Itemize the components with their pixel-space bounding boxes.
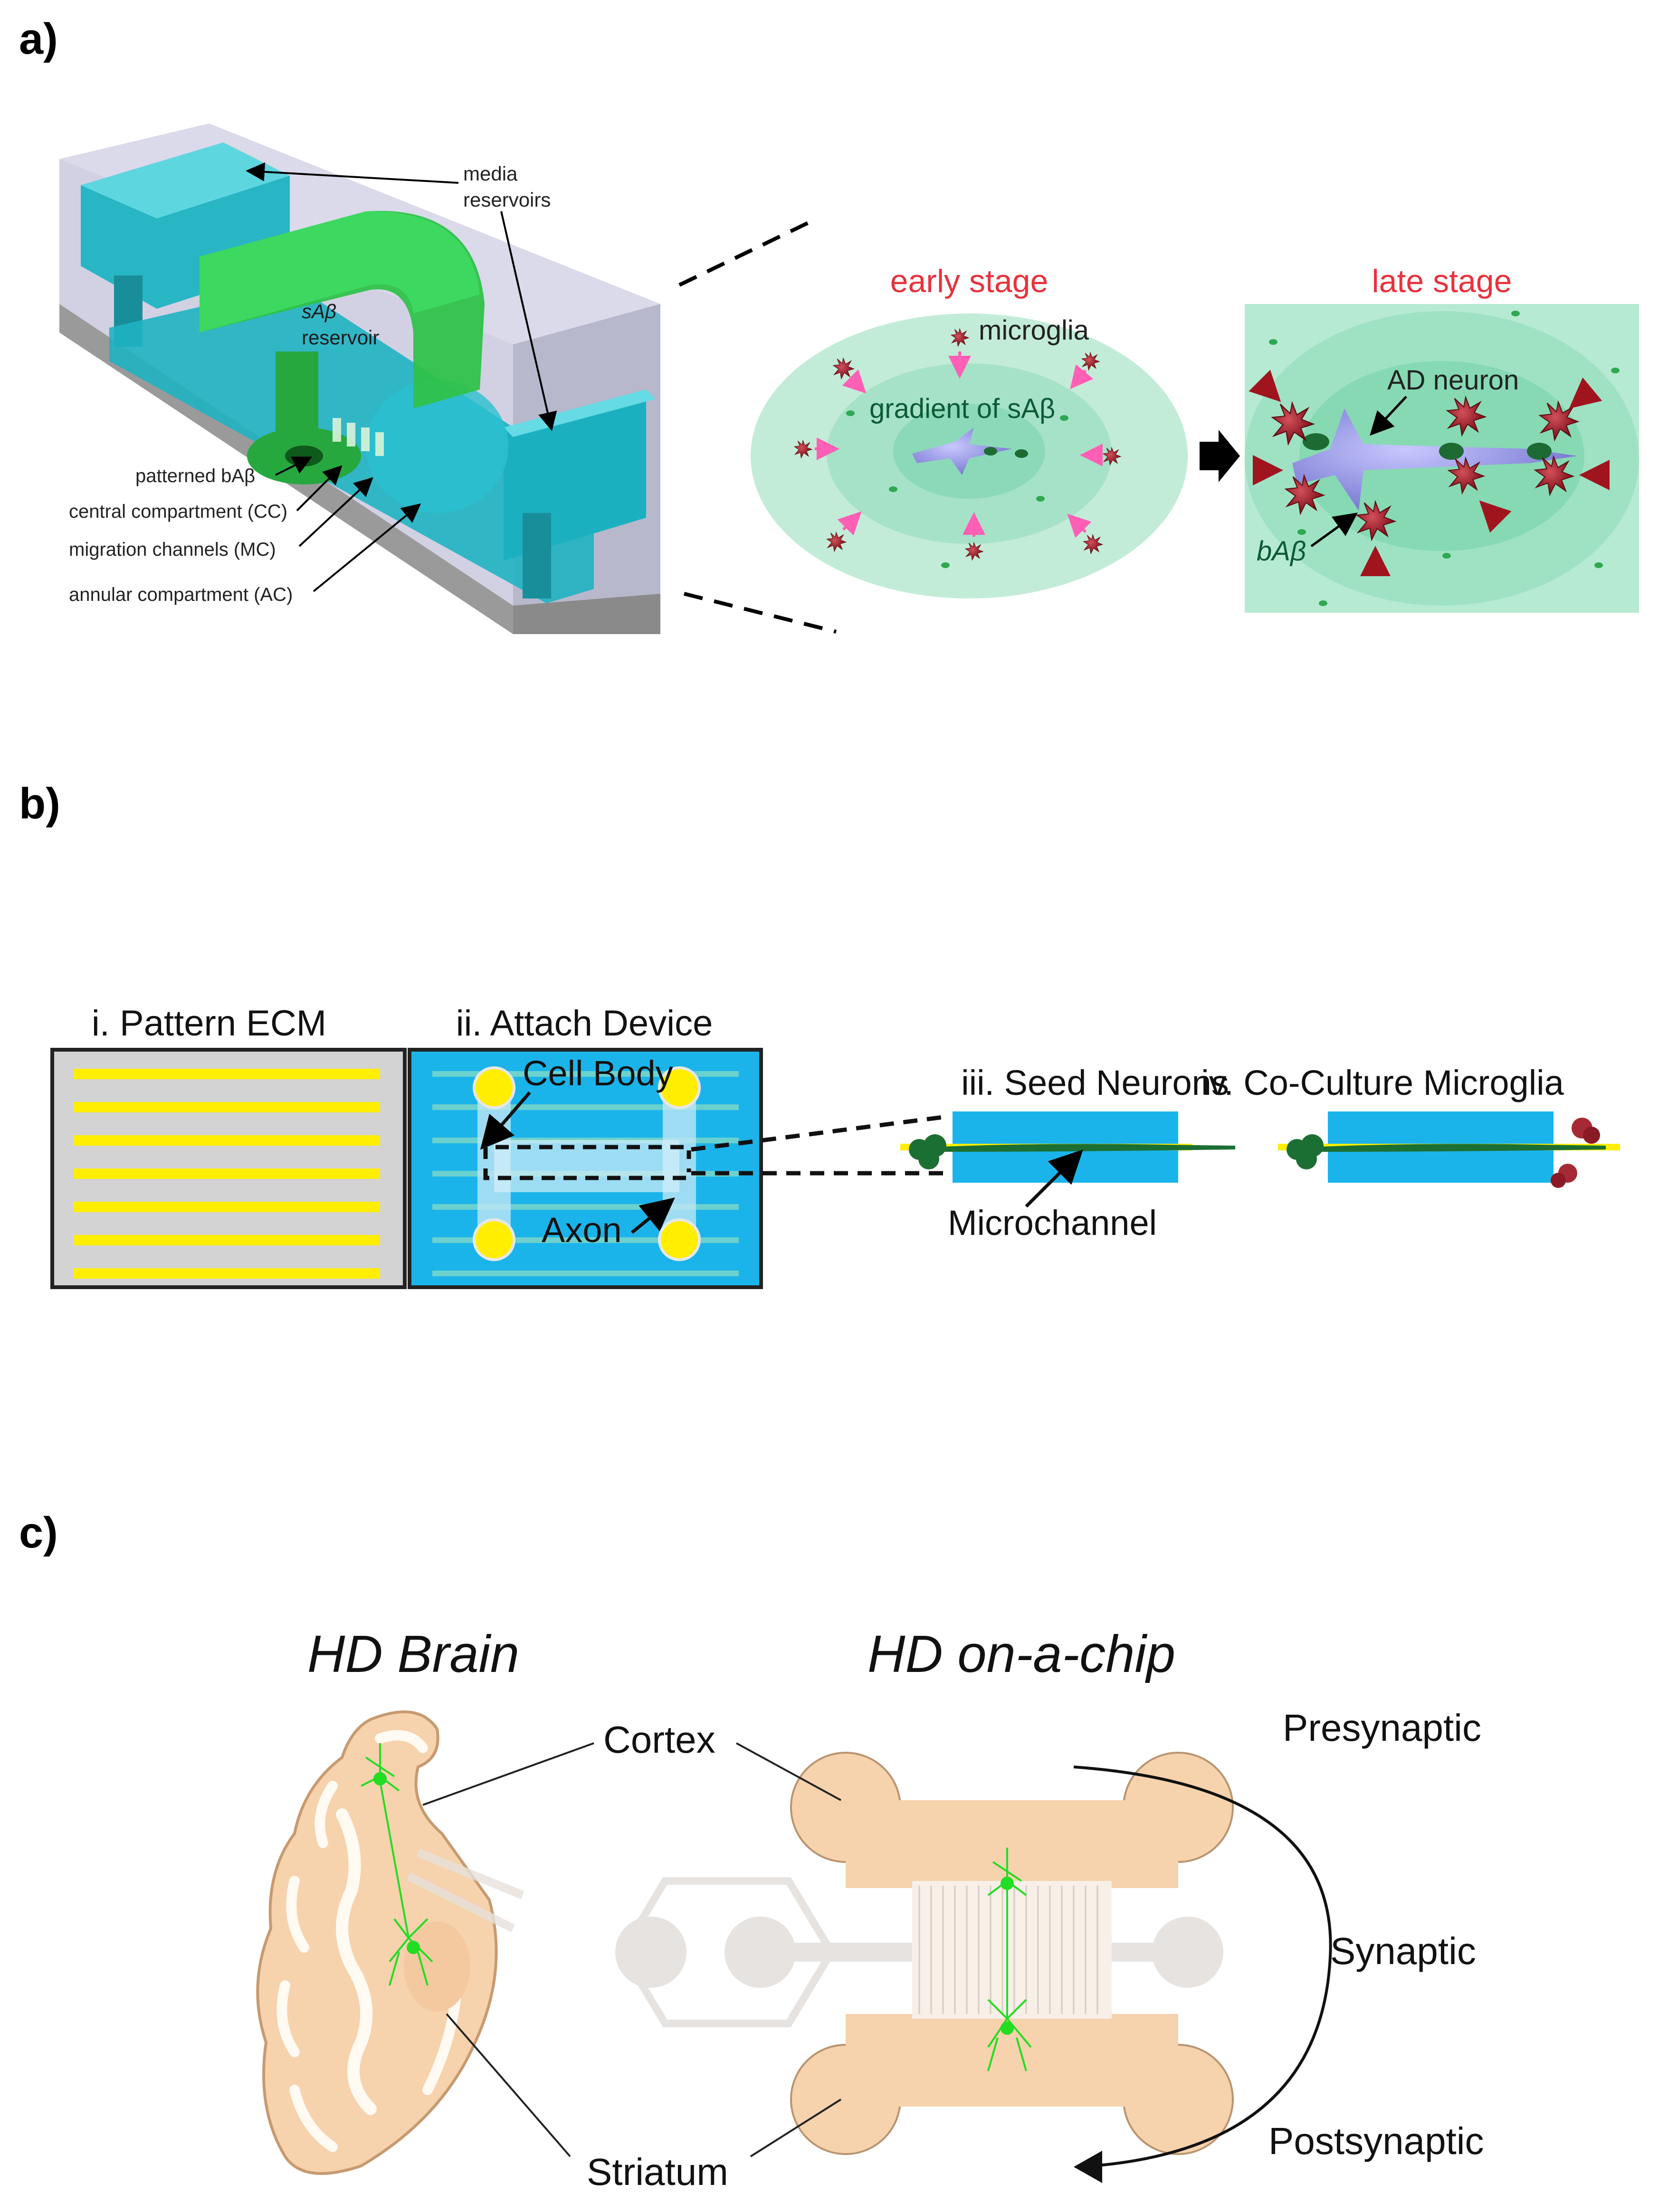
brain-section [256, 1710, 524, 2175]
cell-body-label: Cell Body [523, 1054, 673, 1093]
arrow-patterned [275, 456, 313, 476]
migration-channels-label: migration channels (MC) [69, 539, 276, 560]
presynaptic-compartment [846, 1800, 1178, 1888]
hd-on-a-chip-title: HD on-a-chip [867, 1625, 1175, 1683]
striatum-label: Striatum [587, 2151, 728, 2193]
zoom-line-bottom [684, 592, 837, 634]
arrow-annular [313, 503, 421, 592]
patterned-bab-label: patterned bAβ [135, 465, 255, 486]
late-stage-title: late stage [1372, 263, 1512, 299]
flow-curved-arrow [1073, 1766, 1332, 2167]
panel-b: i. Pattern ECM ii. Attach Device [50, 1003, 1620, 1289]
presynaptic-label: Presynaptic [1283, 1707, 1481, 1749]
port-circle [658, 1218, 701, 1261]
media-reservoirs-label-1: media [463, 162, 518, 185]
annular-compartment-label: annular compartment (AC) [69, 584, 293, 605]
step-pattern-ecm-title: i. Pattern ECM [92, 1003, 326, 1044]
port-circle [658, 1066, 701, 1109]
early-neuron [912, 427, 1028, 475]
early-stage-illustration: early stage microglia gradient of sAβ [751, 263, 1188, 598]
step-attach-device-title: ii. Attach Device [456, 1003, 713, 1044]
arrow-migration [298, 477, 373, 547]
ad-neuron-label: AD neuron [1387, 365, 1519, 396]
ad-neuron [1292, 408, 1577, 511]
late-stage-illustration: late stage AD neuron bAβ [1245, 263, 1639, 613]
panel-c-label: c) [19, 1509, 58, 1557]
port-circle [473, 1066, 515, 1109]
sab-reservoir-label-1: sAβ [302, 300, 336, 323]
synaptic-microgrooves [912, 1881, 1112, 2019]
hd-chip [615, 1752, 1234, 2155]
hd-brain-title: HD Brain [307, 1625, 519, 1683]
cortico-striatal-neuron [361, 1743, 433, 1986]
arrow-central [296, 465, 343, 512]
panel-a-label: a) [19, 15, 58, 63]
panel-b-label: b) [19, 779, 60, 828]
axon-label: Axon [542, 1210, 622, 1250]
synaptic-label: Synaptic [1330, 1930, 1476, 1972]
ecm-stripes [74, 1069, 380, 1279]
media-reservoirs-label-2: reservoirs [463, 189, 551, 211]
stage-transition-arrow [1200, 430, 1240, 482]
step-co-culture-microglia-title: iv. Co-Culture Microglia [1201, 1063, 1564, 1102]
gradient-label: gradient of sAβ [869, 393, 1055, 424]
arrow-media-left [246, 162, 459, 184]
central-compartment-label: central compartment (CC) [69, 501, 287, 522]
early-stage-title: early stage [890, 263, 1048, 299]
sab-reservoir-label-2: reservoir [302, 326, 379, 349]
zoom-line-top [678, 217, 818, 287]
microfluidic-device-illustration: media reservoirs sAβ reservoir patterned… [59, 123, 660, 634]
arrow-media-right [500, 211, 557, 431]
microchannel-label: Microchannel [948, 1203, 1157, 1243]
step-seed-neurons-title: iii. Seed Neurons [961, 1063, 1229, 1102]
selection-box [483, 1145, 691, 1180]
microglia-label: microglia [979, 315, 1089, 346]
panel-c: HD Brain HD on-a-chip [256, 1625, 1484, 2193]
port-circle [473, 1218, 515, 1261]
striatum-region [404, 1921, 470, 2012]
chip-neuron [987, 1848, 1032, 2071]
panel-a: media reservoirs sAβ reservoir patterned… [59, 123, 1639, 634]
cortex-label: Cortex [603, 1718, 715, 1761]
postsynaptic-label: Postsynaptic [1268, 2120, 1484, 2162]
bab-label: bAβ [1257, 536, 1306, 567]
